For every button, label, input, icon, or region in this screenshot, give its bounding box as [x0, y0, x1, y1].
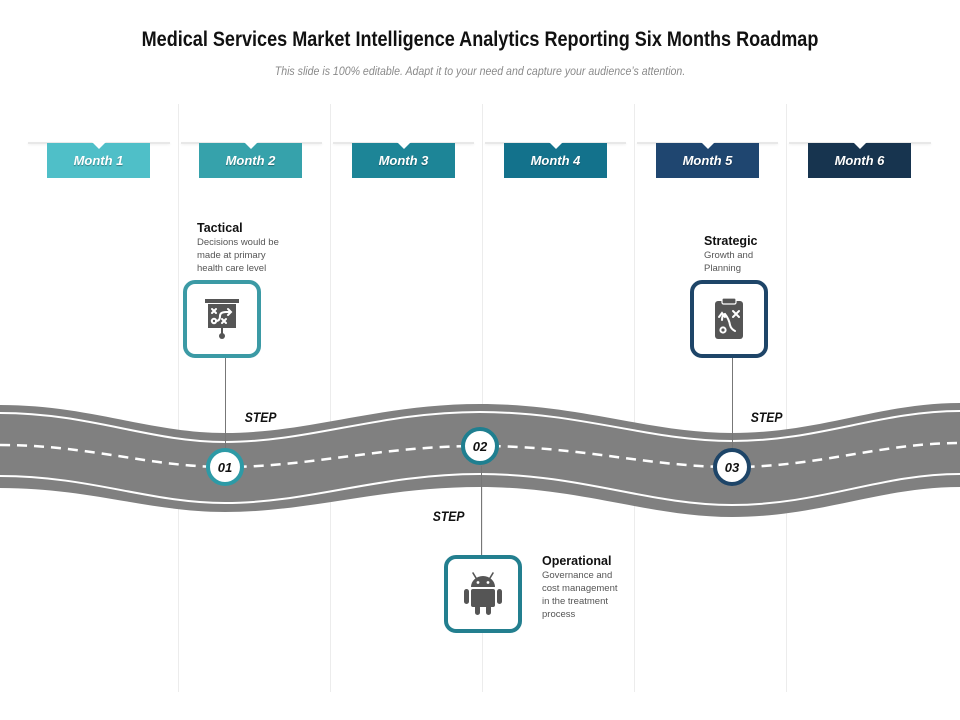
- desc-line: process: [542, 609, 576, 620]
- step-marker-03: 03: [713, 448, 751, 486]
- tab-notch: [396, 142, 411, 149]
- road-edge-line-top: [0, 410, 960, 444]
- step-marker-01: 01: [206, 448, 244, 486]
- stage-desc-strategic: Growth and Planning: [704, 249, 753, 275]
- step-label-1: STEP: [244, 410, 277, 425]
- month-tab-3: Month 3: [352, 142, 455, 178]
- stage-title-tactical: Tactical: [197, 221, 243, 235]
- desc-line: Planning: [704, 263, 741, 274]
- page-title: Medical Services Market Intelligence Ana…: [141, 28, 819, 51]
- month-tab-1: Month 1: [47, 142, 150, 178]
- step-label-2: STEP: [432, 509, 465, 524]
- android-robot-icon: [464, 572, 502, 615]
- page-subtitle: This slide is 100% editable. Adapt it to…: [274, 66, 686, 78]
- desc-line: health care level: [197, 263, 267, 274]
- column-separator: [786, 104, 787, 692]
- desc-line: in the treatment: [542, 596, 609, 607]
- month-label: Month 6: [834, 153, 885, 168]
- step-label-3: STEP: [750, 410, 783, 425]
- stage-desc-tactical: Decisions would be made at primary healt…: [197, 236, 279, 275]
- connector-line-2: [481, 466, 482, 556]
- road-edge-line-bottom: [0, 472, 960, 507]
- month-tab-4: Month 4: [504, 142, 607, 178]
- desc-line: Governance and: [542, 570, 613, 581]
- stage-desc-operational: Governance and cost management in the tr…: [542, 569, 618, 621]
- column-separator: [482, 104, 483, 692]
- month-tab-6: Month 6: [808, 142, 911, 178]
- desc-line: Decisions would be: [197, 237, 279, 248]
- tab-notch: [852, 142, 867, 149]
- tab-notch: [700, 142, 715, 149]
- tab-notch: [243, 142, 258, 149]
- month-label: Month 2: [225, 153, 276, 168]
- desc-line: Growth and: [704, 250, 754, 261]
- icon-box-strategic: [690, 280, 768, 358]
- desc-line: made at primary: [197, 250, 266, 261]
- month-label: Month 1: [73, 153, 124, 168]
- connector-line-1: [225, 356, 226, 448]
- month-tab-5: Month 5: [656, 142, 759, 178]
- stage-title-operational: Operational: [542, 554, 612, 568]
- desc-line: cost management: [542, 583, 618, 594]
- connector-line-3: [732, 356, 733, 448]
- icon-box-tactical: [183, 280, 261, 358]
- column-separator: [634, 104, 635, 692]
- strategy-presentation-icon: [205, 299, 239, 339]
- month-label: Month 4: [530, 153, 581, 168]
- stage-title-strategic: Strategic: [704, 234, 758, 248]
- month-label: Month 5: [682, 153, 733, 168]
- clipboard-strategy-icon: [715, 297, 743, 339]
- tab-notch: [91, 142, 106, 149]
- step-marker-02: 02: [461, 427, 499, 465]
- icon-box-operational: [444, 555, 522, 633]
- month-label: Month 3: [378, 153, 429, 168]
- column-separator: [178, 104, 179, 692]
- month-tab-2: Month 2: [199, 142, 302, 178]
- tab-notch: [548, 142, 563, 149]
- column-separator: [330, 104, 331, 692]
